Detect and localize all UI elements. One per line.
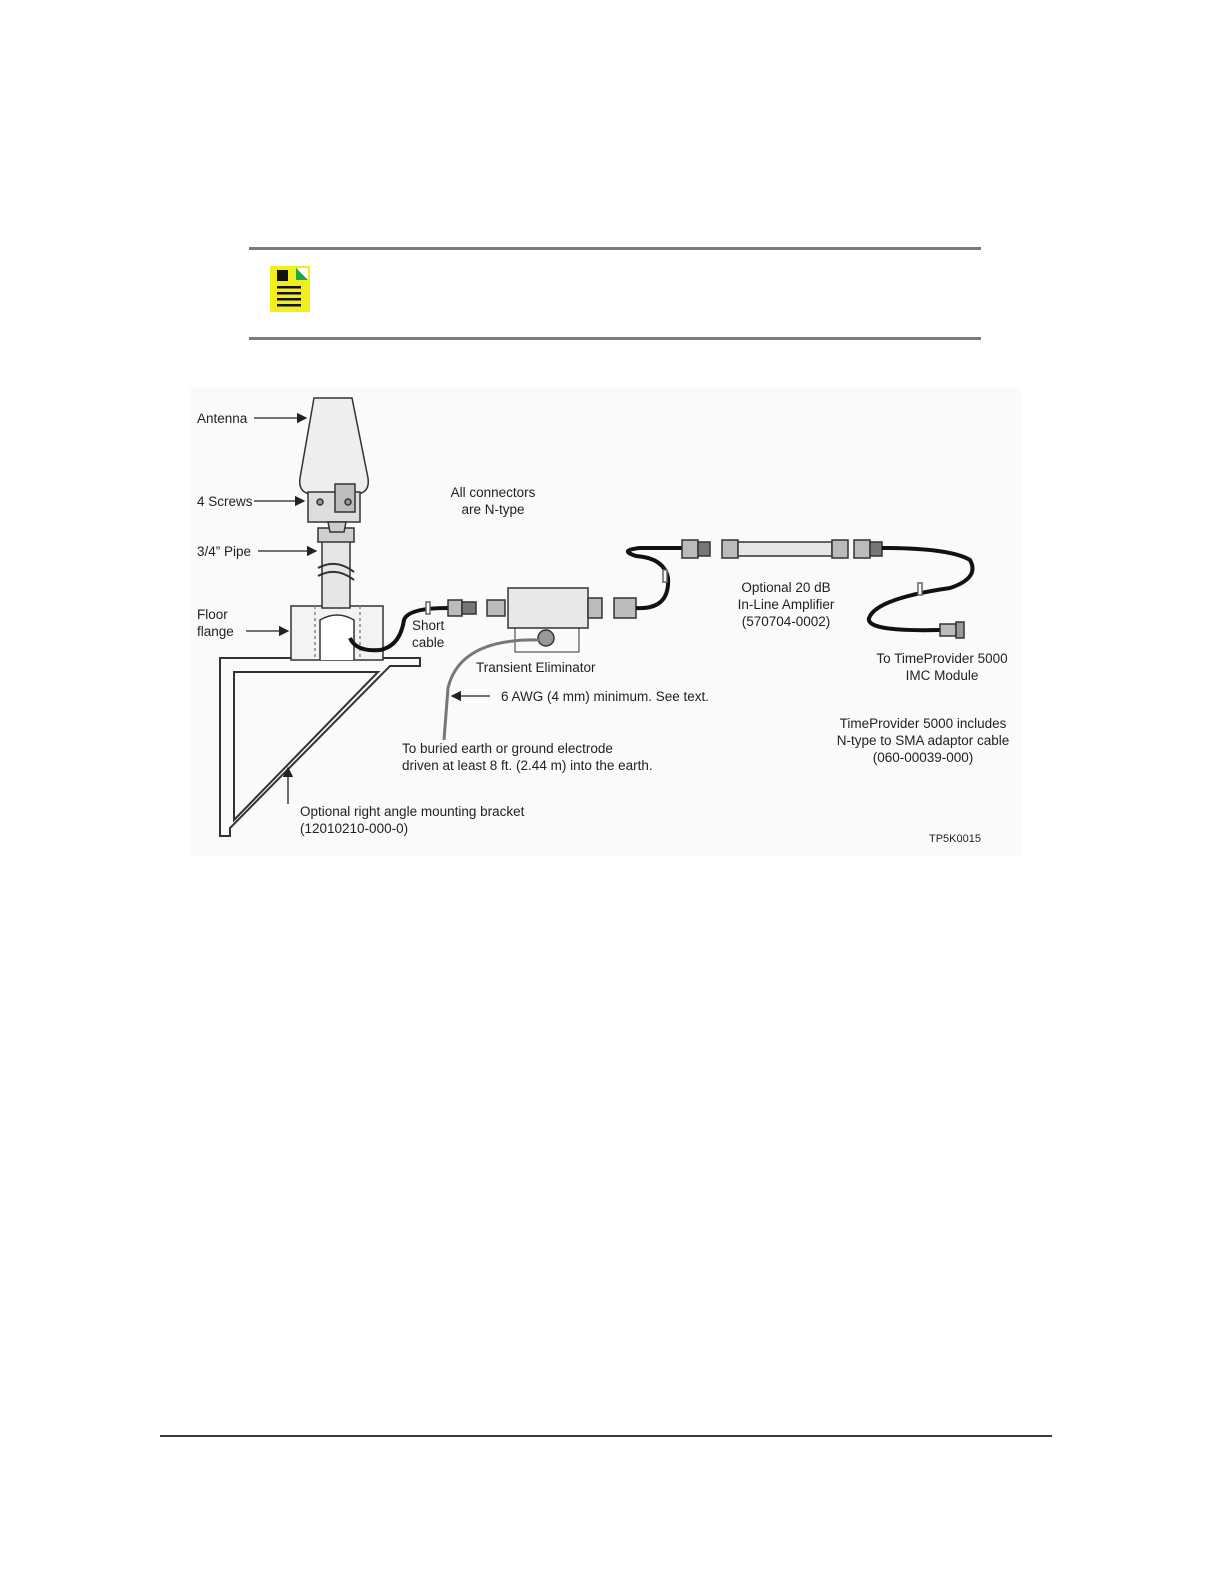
amplifier-label-line1: Optional 20 dB	[741, 580, 831, 595]
diagram-graphics	[219, 397, 975, 837]
note-top-rule	[249, 247, 981, 250]
short-cable-label-line1: Short	[412, 618, 445, 633]
connectors-note-line2: are N-type	[461, 502, 525, 517]
short-cable	[348, 606, 449, 653]
pipe	[317, 527, 355, 609]
to-timeprovider-label-line1: To TimeProvider 5000	[876, 651, 1008, 666]
floor-flange	[290, 605, 384, 661]
bracket-label-line2: (12010210-000-0)	[300, 821, 409, 836]
floor-flange-label-line2: flange	[197, 624, 234, 639]
amplifier-label-line2: In-Line Amplifier	[737, 597, 835, 612]
note-icon	[270, 266, 310, 312]
to-timeprovider-label-line2: IMC Module	[905, 668, 979, 683]
note-bottom-rule	[249, 337, 981, 340]
ground-wire	[442, 638, 541, 741]
transient-eliminator	[507, 587, 603, 653]
ground-label-line1: To buried earth or ground electrode	[402, 741, 613, 756]
antenna-label: Antenna	[197, 411, 248, 426]
pipe-label: 3/4” Pipe	[197, 544, 252, 559]
short-cable-label-line2: cable	[412, 635, 445, 650]
cable-to-amplifier	[626, 546, 682, 611]
cable-to-timeprovider	[866, 546, 975, 633]
in-line-amplifier	[681, 539, 883, 559]
mounting-bracket	[219, 657, 421, 837]
connector-2	[613, 597, 637, 619]
leader-arrows	[246, 412, 490, 804]
connector-pair-1	[447, 599, 506, 617]
ground-label-line2: driven at least 8 ft. (2.44 m) into the …	[402, 758, 653, 773]
connectors-note-line1: All connectors	[450, 485, 536, 500]
floor-flange-label-line1: Floor	[197, 607, 228, 622]
screws-label: 4 Screws	[197, 494, 253, 509]
includes-label-line1: TimeProvider 5000 includes	[839, 716, 1007, 731]
bracket-label-line1: Optional right angle mounting bracket	[300, 804, 525, 819]
amplifier-label-line3: (570704-0002)	[741, 614, 831, 629]
transient-eliminator-label: Transient Eliminator	[476, 660, 596, 675]
antenna	[298, 397, 370, 533]
includes-label-line2: N-type to SMA adaptor cable	[836, 733, 1010, 748]
antenna-installation-diagram: Antenna 4 Screws 3/4” Pipe Floor flange …	[190, 388, 1022, 856]
includes-label-line3: (060-00039-000)	[872, 750, 974, 765]
sma-connector	[939, 621, 965, 639]
wire-gauge-label: 6 AWG (4 mm) minimum. See text.	[501, 689, 710, 704]
cable-ties	[425, 569, 923, 615]
footer-rule	[160, 1435, 1052, 1437]
figure-id: TP5K0015	[929, 833, 981, 845]
